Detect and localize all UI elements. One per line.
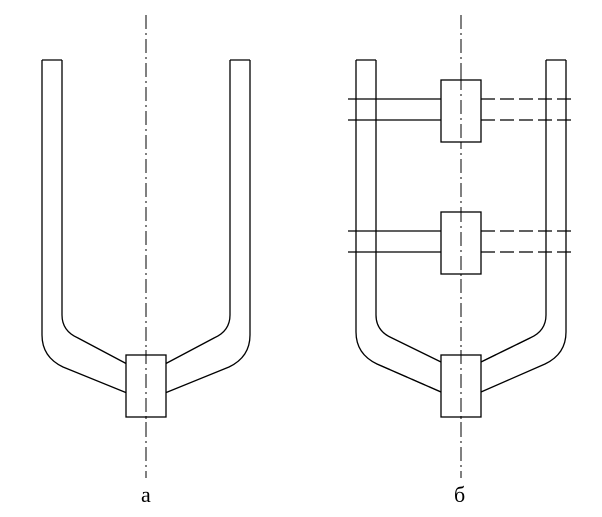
view-a-left-branch <box>41 59 128 394</box>
view-a-right-branch <box>164 59 251 394</box>
view-b-right-bend-inner-dashed <box>480 337 531 363</box>
view-b-right-branch <box>480 59 567 393</box>
view-b <box>348 15 572 478</box>
view-b-upper-tie <box>348 76 572 146</box>
view-b-left-branch <box>355 59 442 393</box>
view-a-label: а <box>141 482 151 507</box>
view-b-middle-tie <box>348 208 572 278</box>
view-b-label: б <box>454 482 466 507</box>
view-a <box>41 15 251 478</box>
view-b-left-bend-outer-dashed <box>376 363 442 393</box>
